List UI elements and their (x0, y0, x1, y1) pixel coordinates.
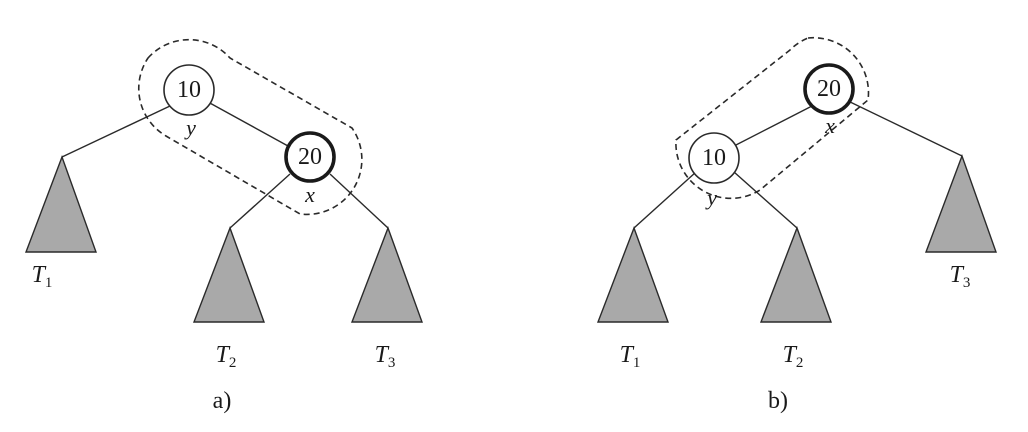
panel-b-node-y-key: 10 (702, 145, 726, 171)
panel-b-subtree-t2 (759, 225, 832, 323)
panel-a-node-x-var: x (304, 182, 315, 207)
panel-a-label-t2: T2 (216, 342, 237, 371)
panel-b-node-y (688, 132, 740, 184)
panel-b-caption: b) (768, 388, 788, 414)
panel-b-node-x (803, 63, 855, 115)
panel-a: 10 y 20 x T1 T2 T3 a) (24, 38, 423, 414)
panel-a-edge-x-right (329, 173, 389, 229)
panel-a-node-x (284, 131, 336, 183)
panel-a-node-x-key: 20 (298, 144, 322, 170)
panel-b-subtree-t3 (924, 153, 997, 253)
panel-b-edge-x-right (845, 99, 963, 157)
panel-b-edge-y-right (733, 171, 798, 229)
panel-a-edge-y-x (207, 101, 289, 147)
panel-a-edge-x-left (229, 173, 291, 229)
panel-b: 20 x 10 y T1 T2 T3 b) (596, 36, 997, 414)
panel-b-label-t3: T3 (950, 262, 971, 291)
panel-a-node-y (163, 64, 215, 116)
panel-a-subtree-t3 (350, 225, 423, 323)
panel-b-edge-y-left (633, 171, 697, 229)
panel-a-subtree-t1 (24, 154, 97, 253)
panel-b-edge-x-y (733, 105, 813, 147)
panel-a-edge-y-left (61, 105, 171, 158)
panel-a-subtree-t2 (192, 225, 265, 323)
panel-a-label-t1: T1 (32, 262, 53, 291)
panel-b-subtree-t1 (596, 225, 669, 323)
panel-b-rotation-outline (675, 36, 870, 200)
panel-b-label-t1: T1 (620, 342, 641, 371)
panel-b-node-y-var: y (705, 185, 717, 210)
panel-b-label-t2: T2 (783, 342, 804, 371)
panel-a-node-y-var: y (184, 115, 196, 140)
panel-a-label-t3: T3 (375, 342, 396, 371)
panel-a-caption: a) (213, 388, 232, 414)
panel-a-node-y-key: 10 (177, 77, 201, 103)
panel-a-rotation-outline (138, 38, 363, 216)
panel-b-node-x-key: 20 (817, 76, 841, 102)
panel-b-node-x-var: x (824, 113, 835, 138)
